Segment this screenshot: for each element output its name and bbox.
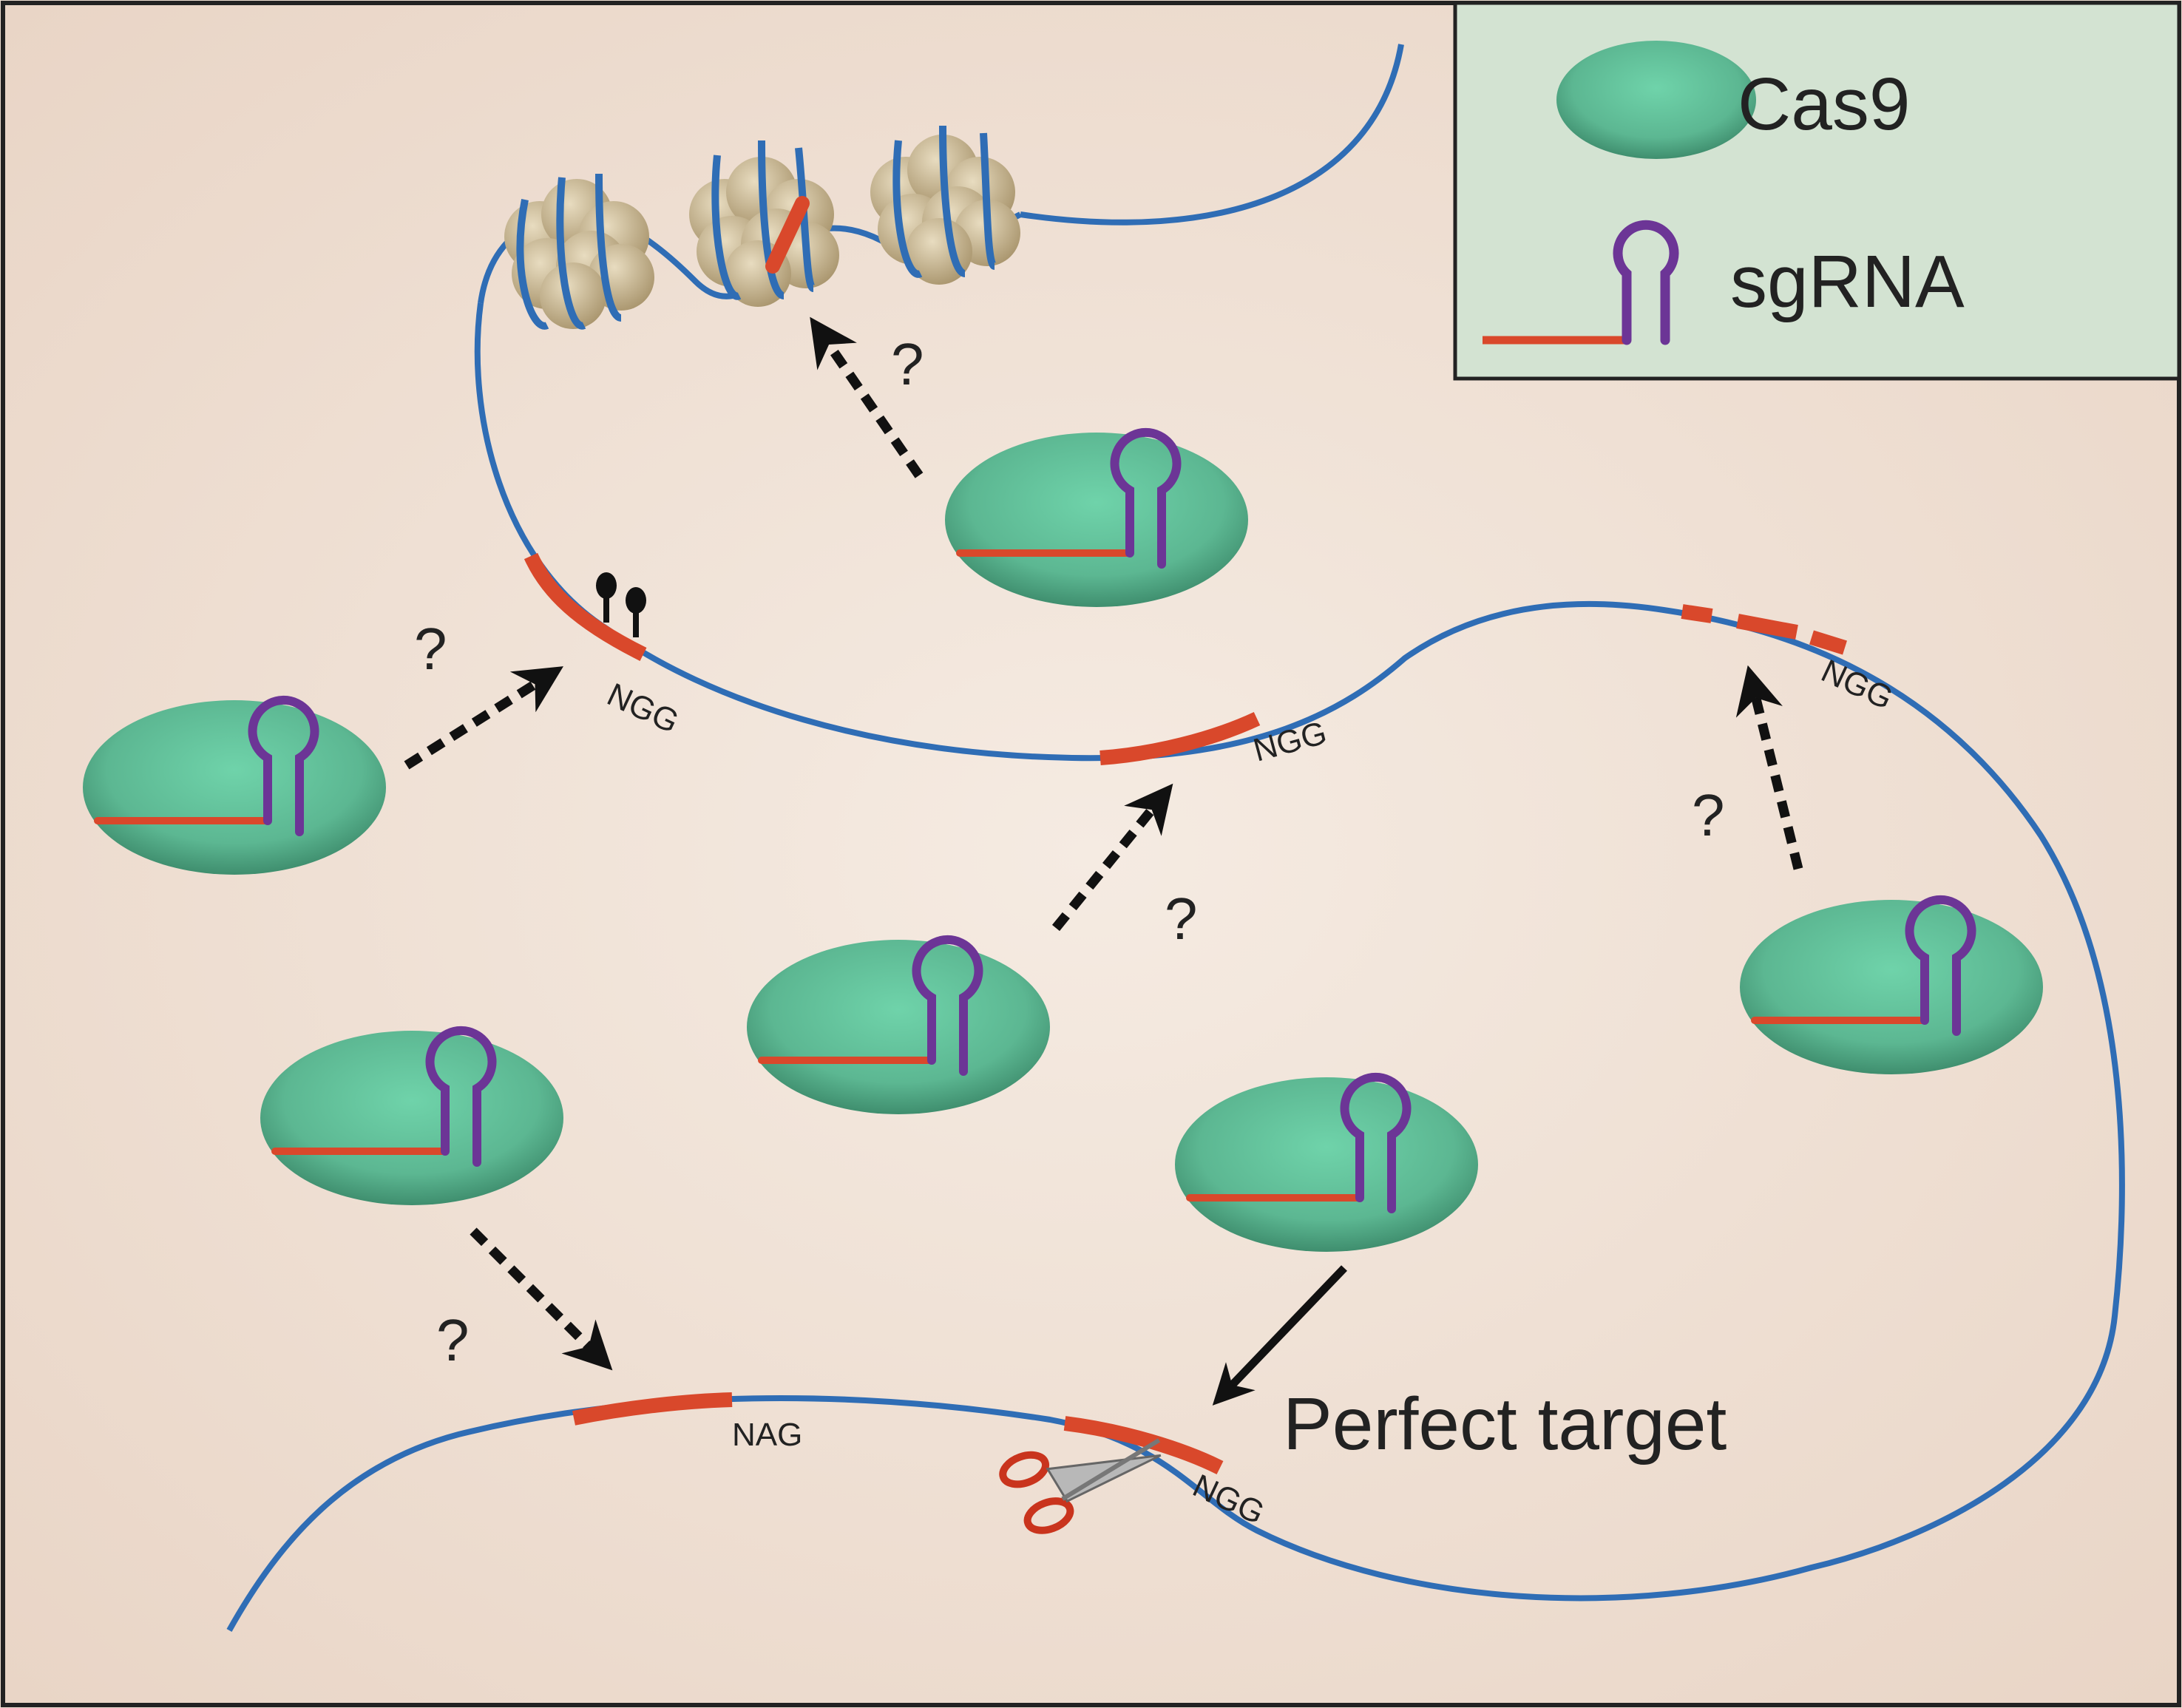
methyl-groups [596, 572, 646, 637]
legend-sgrna-label: sgRNA [1730, 240, 1965, 323]
pam-label-nag: NAG [732, 1417, 802, 1453]
cas9-complex-center [747, 940, 1050, 1114]
legend-sgrna-swatch [1483, 220, 1679, 345]
target-site-methylated [524, 552, 647, 661]
arrow-to-nucleosome [810, 316, 924, 478]
cas9-complex-lower-right [1175, 1077, 1478, 1252]
legend: Cas9 sgRNA [1453, 1, 2181, 381]
cas9-complex-lower-left [260, 1031, 563, 1205]
question-mark-1: ? [891, 331, 924, 397]
arrow-to-bulged [1735, 665, 1803, 870]
target-site-perfect [1063, 1416, 1224, 1474]
arrow-to-perfect-target [1212, 1265, 1347, 1406]
nucleosome-1 [504, 173, 654, 330]
dna-strand-upper [226, 44, 2125, 1632]
arrow-to-methylated [404, 666, 563, 770]
question-mark-5: ? [436, 1307, 470, 1373]
legend-cas9-label: Cas9 [1738, 63, 1910, 146]
arrow-to-nag [470, 1227, 613, 1371]
target-site-center [1100, 711, 1261, 765]
perfect-target-label: Perfect target [1283, 1383, 1727, 1465]
question-mark-4: ? [1692, 782, 1725, 848]
legend-cas9-swatch [1556, 41, 1756, 159]
question-mark-3: ? [1165, 886, 1198, 952]
arrow-to-center [1051, 783, 1173, 932]
cas9-complex-top [945, 433, 1248, 607]
question-mark-2: ? [414, 616, 447, 682]
nucleosome-3 [870, 125, 1020, 285]
target-site-nucleosome [765, 196, 810, 274]
nucleosome-2 [689, 140, 839, 307]
cas9-complex-right [1740, 900, 2043, 1074]
target-site-bulged [1681, 604, 1847, 655]
target-site-nag [572, 1392, 733, 1426]
cas9-complex-left [83, 700, 386, 875]
scissors-icon [999, 1438, 1162, 1534]
